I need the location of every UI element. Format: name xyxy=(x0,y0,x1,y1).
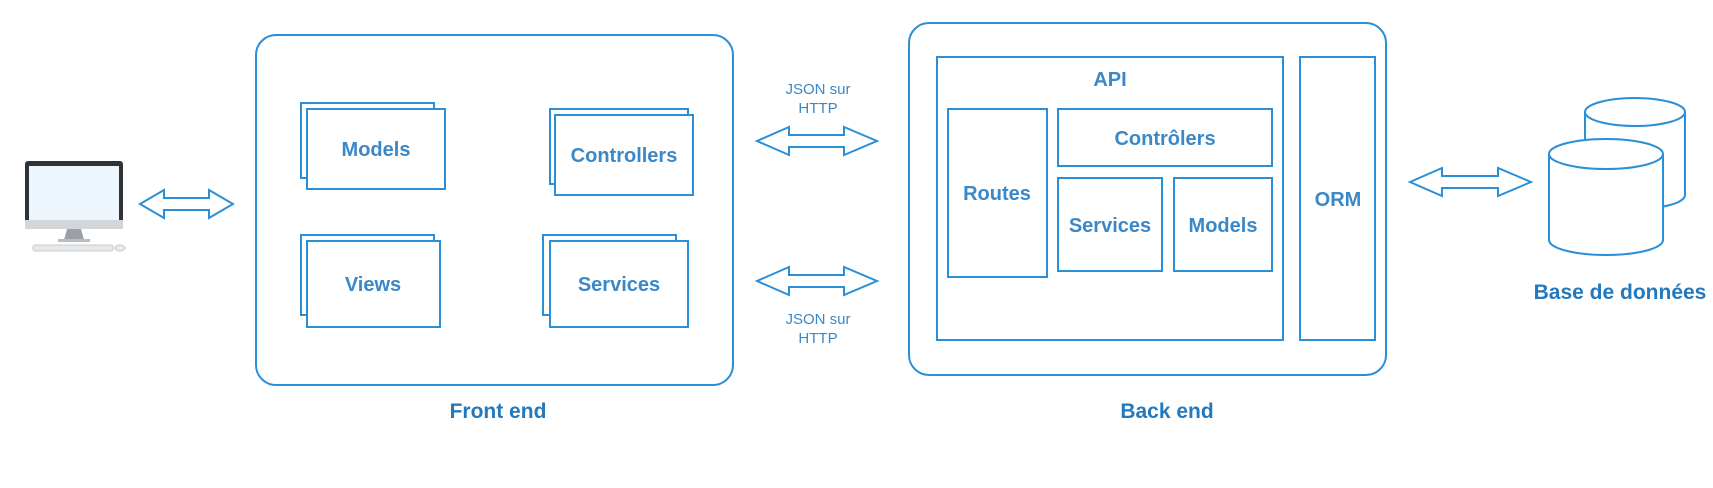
controllers-label: Contrôlers xyxy=(1114,128,1215,150)
front-controllers-stack: Controllers xyxy=(549,108,694,196)
routes-box xyxy=(947,108,1048,278)
database-title: Base de données xyxy=(1534,281,1707,304)
front-end-container xyxy=(255,34,734,386)
models-box xyxy=(1173,177,1273,272)
desktop-computer-icon xyxy=(25,161,126,252)
front-controllers-label: Controllers xyxy=(571,145,678,167)
front-models-label: Models xyxy=(342,139,411,161)
front-services-label: Services xyxy=(578,274,660,296)
arrow-computer-frontend xyxy=(138,188,235,220)
services-box xyxy=(1057,177,1163,272)
orm-box xyxy=(1299,56,1376,341)
arrow-frontend-backend-bottom xyxy=(754,265,880,297)
front-end-title: Front end xyxy=(450,400,547,423)
back-end-title: Back end xyxy=(1120,400,1213,423)
database-icon xyxy=(1548,97,1686,256)
json-label-bottom-line1: JSON sur xyxy=(785,311,850,328)
services-label: Services xyxy=(1069,215,1151,237)
json-label-bottom-line2: HTTP xyxy=(798,330,837,347)
models-label: Models xyxy=(1189,215,1258,237)
front-services-stack: Services xyxy=(542,234,689,328)
arrow-frontend-backend-top xyxy=(754,125,880,157)
front-models-stack: Models xyxy=(300,102,446,190)
arrow-backend-database xyxy=(1407,166,1534,198)
api-label: API xyxy=(1093,69,1126,91)
controllers-box xyxy=(1057,108,1273,167)
routes-label: Routes xyxy=(963,183,1031,205)
front-views-label: Views xyxy=(345,274,401,296)
orm-label: ORM xyxy=(1315,189,1362,211)
front-views-stack: Views xyxy=(300,234,441,328)
json-label-top-line1: JSON sur xyxy=(785,81,850,98)
json-label-top-line2: HTTP xyxy=(798,100,837,117)
